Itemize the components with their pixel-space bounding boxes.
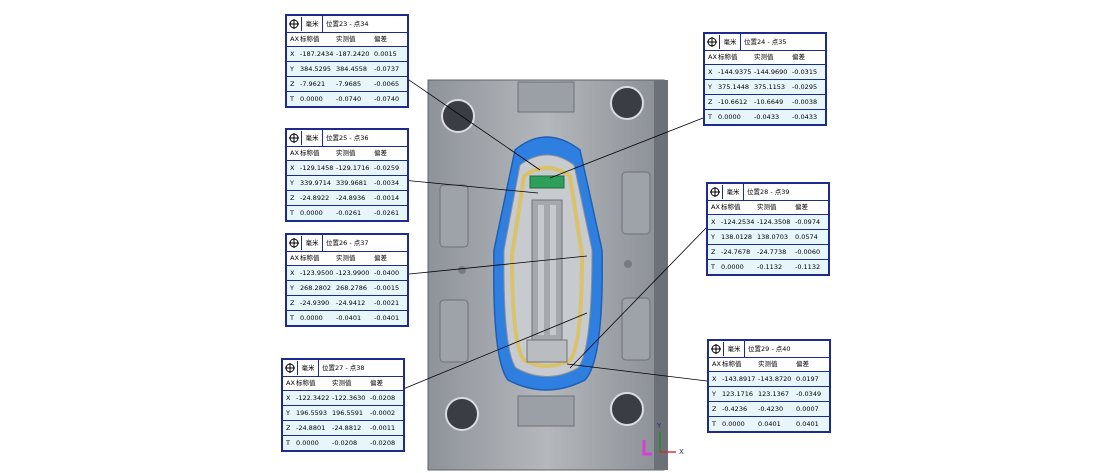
crosshair-globe-icon [705, 35, 720, 49]
report-title: 位置26 - 点37 [326, 239, 369, 247]
corner-hole [610, 86, 644, 120]
report-row-x: X-122.3422-122.3630-0.0208 [283, 391, 403, 406]
report-unit: 毫米 [302, 16, 323, 32]
report-row-z: Z-24.9390-24.9412-0.0021 [287, 296, 407, 311]
triad-y-label: Y [657, 422, 662, 430]
report-unit: 毫米 [302, 130, 323, 146]
report-title: 位置29 - 点40 [748, 345, 791, 353]
report-title: 位置23 - 点34 [326, 20, 369, 28]
crosshair-globe-icon [708, 185, 723, 199]
report-unit: 毫米 [723, 184, 744, 200]
report-row-x: X-123.9500-123.9900-0.0400 [287, 266, 407, 281]
crosshair-globe-icon [287, 236, 302, 250]
corner-hole [441, 99, 475, 133]
report-row-z: Z-24.8801-24.8812-0.0011 [283, 421, 403, 436]
report-row-z: Z-7.9621-7.9685-0.0065 [287, 77, 407, 92]
report-unit: 毫米 [720, 34, 741, 50]
report-title: 位置27 - 点38 [322, 364, 365, 372]
report-row-z: Z-24.7678-24.7738-0.0060 [708, 245, 828, 260]
report-row-z: Z-10.6612-10.6649-0.0038 [705, 95, 825, 110]
report-unit: 毫米 [298, 360, 319, 376]
triad-x-label: X [679, 448, 684, 456]
report-row-z: Z-24.8922-24.8936-0.0014 [287, 191, 407, 206]
report-title: 位置25 - 点36 [326, 134, 369, 142]
corner-hole [445, 397, 479, 431]
report-unit: 毫米 [302, 235, 323, 251]
report-title: 位置24 - 点35 [744, 38, 787, 46]
crosshair-globe-icon [709, 342, 724, 356]
report-title: 位置28 - 点39 [747, 188, 790, 196]
crosshair-globe-icon [287, 17, 302, 31]
report-row-x: X-144.9375-144.9690-0.0315 [705, 65, 825, 80]
report-row-x: X-129.1458-129.1716-0.0259 [287, 161, 407, 176]
crosshair-globe-icon [283, 361, 298, 375]
coordinate-triad [642, 432, 676, 456]
triad-origin-marker [642, 440, 652, 456]
corner-hole [610, 392, 644, 426]
report-unit: 毫米 [724, 341, 745, 357]
crosshair-globe-icon [287, 131, 302, 145]
report-row-x: X-124.2534-124.3508-0.0974 [708, 215, 828, 230]
